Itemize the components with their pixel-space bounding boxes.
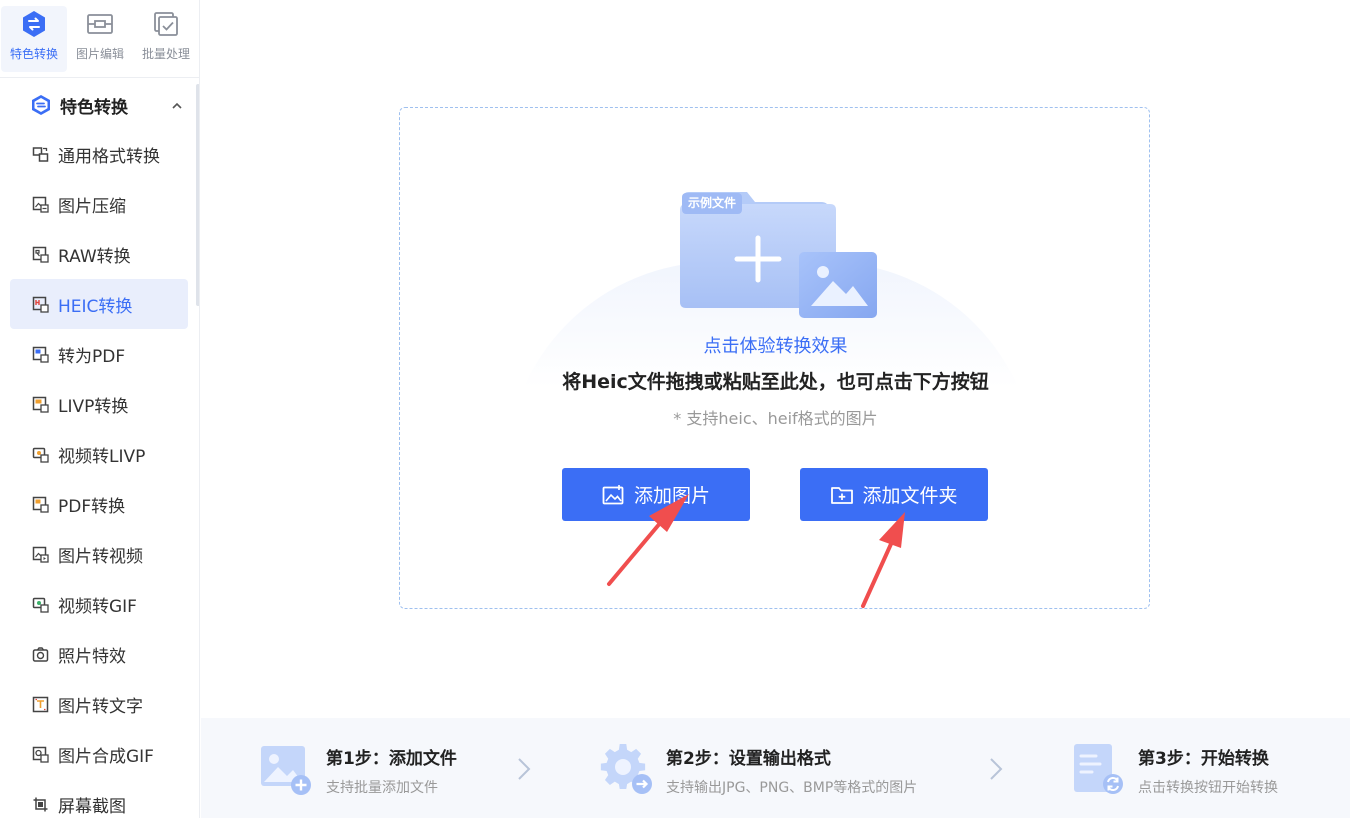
chevron-up-icon[interactable] (170, 98, 184, 112)
pdf-icon (32, 346, 49, 363)
sidebar-item-label: HEIC转换 (58, 296, 133, 317)
add-image-icon (602, 484, 624, 506)
sidebar-item-heic[interactable]: HEIC转换 (10, 279, 188, 329)
top-nav-label: 图片编辑 (75, 47, 124, 61)
top-nav-special-convert[interactable]: 特色转换 (1, 6, 67, 72)
swap-icon (30, 94, 52, 116)
image-video-icon (32, 546, 49, 563)
sidebar-item-label: 照片特效 (58, 646, 126, 667)
main-panel: 示例文件 点击体验转换效果 将Heic文件拖拽或粘贴至此处，也可点击下方按钮 *… (201, 0, 1350, 818)
sidebar-item-label: PDF转换 (58, 496, 126, 517)
swap-icon (20, 10, 48, 38)
sidebar-item-label: RAW转换 (58, 246, 131, 267)
image-edit-icon (86, 10, 114, 38)
livp-icon (32, 396, 49, 413)
ocr-icon (32, 696, 49, 713)
top-nav-label: 特色转换 (9, 47, 58, 61)
drop-hint: 将Heic文件拖拽或粘贴至此处，也可点击下方按钮 (562, 371, 989, 393)
video-livp-icon (32, 446, 49, 463)
sidebar-item-label: 图片转视频 (58, 546, 143, 567)
top-nav: 特色转换 图片编辑 (0, 0, 199, 78)
sidebar-item-gif-merge[interactable]: 图片合成GIF (10, 729, 188, 779)
top-nav-batch[interactable]: 批量处理 (133, 10, 199, 70)
sidebar-scrollbar[interactable] (196, 84, 199, 306)
sidebar-item-ocr[interactable]: 图片转文字 (10, 679, 188, 729)
step-start-convert: 第3步：开始转换 点击转换按钮开始转换 (1072, 742, 1278, 798)
section-title: 特色转换 (60, 97, 128, 118)
step-title: 第1步：添加文件 (326, 749, 457, 769)
camera-icon (32, 646, 49, 663)
add-folder-button[interactable]: 添加文件夹 (800, 468, 988, 521)
step-title: 第3步：开始转换 (1138, 749, 1269, 769)
add-folder-icon (830, 484, 854, 506)
step-add-files: 第1步：添加文件 支持批量添加文件 (260, 742, 457, 798)
step-desc: 支持输出JPG、PNG、BMP等格式的图片 (666, 780, 918, 796)
sidebar-item-label: 屏幕截图 (58, 796, 126, 817)
sidebar-item-livp[interactable]: LIVP转换 (10, 379, 188, 429)
steps-bar: 第1步：添加文件 支持批量添加文件 第2步：设置输出格式 支持输出JPG、PNG… (201, 718, 1350, 818)
try-demo-link[interactable]: 点击体验转换效果 (703, 336, 848, 357)
sidebar-item-label: 图片压缩 (58, 196, 126, 217)
raw-icon (32, 246, 49, 263)
gif-merge-icon (32, 746, 49, 763)
add-image-label: 添加图片 (633, 485, 710, 507)
top-nav-image-edit[interactable]: 图片编辑 (67, 10, 133, 70)
sidebar-item-label: 转为PDF (58, 346, 126, 367)
sidebar-item-video-livp[interactable]: 视频转LIVP (10, 429, 188, 479)
sidebar-item-screenshot[interactable]: 屏幕截图 (10, 779, 188, 818)
format-convert-icon (32, 146, 49, 163)
pdf-convert-icon (32, 496, 49, 513)
sidebar-item-raw[interactable]: RAW转换 (10, 229, 188, 279)
section-header-special-convert[interactable]: 特色转换 (10, 84, 190, 126)
sidebar-item-photo-effects[interactable]: 照片特效 (10, 629, 188, 679)
step-desc: 支持批量添加文件 (326, 780, 438, 796)
sidebar-item-image-compress[interactable]: 图片压缩 (10, 179, 188, 229)
video-gif-icon (32, 596, 49, 613)
step-desc: 点击转换按钮开始转换 (1138, 780, 1278, 796)
sidebar-item-label: 图片转文字 (58, 696, 143, 717)
sidebar-item-video-gif[interactable]: 视频转GIF (10, 579, 188, 629)
settings-gear-icon (600, 743, 652, 794)
sidebar-item-pdf-convert[interactable]: PDF转换 (10, 479, 188, 529)
sidebar-item-to-pdf[interactable]: 转为PDF (10, 329, 188, 379)
sidebar-item-label: 通用格式转换 (58, 146, 160, 167)
add-image-step-icon (261, 746, 311, 795)
add-image-button[interactable]: 添加图片 (562, 468, 750, 521)
sidebar-item-label: 视频转GIF (58, 596, 137, 617)
sidebar-menu: 通用格式转换 图片压缩 RAW转换 HEIC转换 转为PDF LIVP转换 (10, 129, 188, 818)
file-drop-zone[interactable] (399, 107, 1150, 609)
convert-document-icon (1074, 744, 1123, 794)
image-compress-icon (32, 196, 49, 213)
sidebar-item-label: 视频转LIVP (58, 446, 146, 467)
top-nav-label: 批量处理 (141, 47, 190, 61)
sidebar-item-format-convert[interactable]: 通用格式转换 (10, 129, 188, 179)
sidebar-item-label: 图片合成GIF (58, 746, 154, 767)
step-title: 第2步：设置输出格式 (666, 749, 831, 769)
sidebar-item-image-video[interactable]: 图片转视频 (10, 529, 188, 579)
heic-icon (32, 296, 49, 313)
sidebar-item-label: LIVP转换 (58, 396, 129, 417)
sample-file-tag[interactable]: 示例文件 (682, 193, 743, 214)
add-folder-label: 添加文件夹 (862, 485, 958, 507)
chevron-right-icon (518, 758, 531, 780)
supported-formats-hint: * 支持heic、heif格式的图片 (673, 409, 878, 428)
chevron-right-icon (990, 758, 1003, 780)
step-output-format: 第2步：设置输出格式 支持输出JPG、PNG、BMP等格式的图片 (600, 742, 917, 798)
sample-folder-illustration[interactable] (675, 188, 885, 323)
batch-check-icon (152, 10, 180, 38)
screenshot-icon (32, 796, 49, 813)
sidebar: 特色转换 图片编辑 (0, 0, 200, 818)
